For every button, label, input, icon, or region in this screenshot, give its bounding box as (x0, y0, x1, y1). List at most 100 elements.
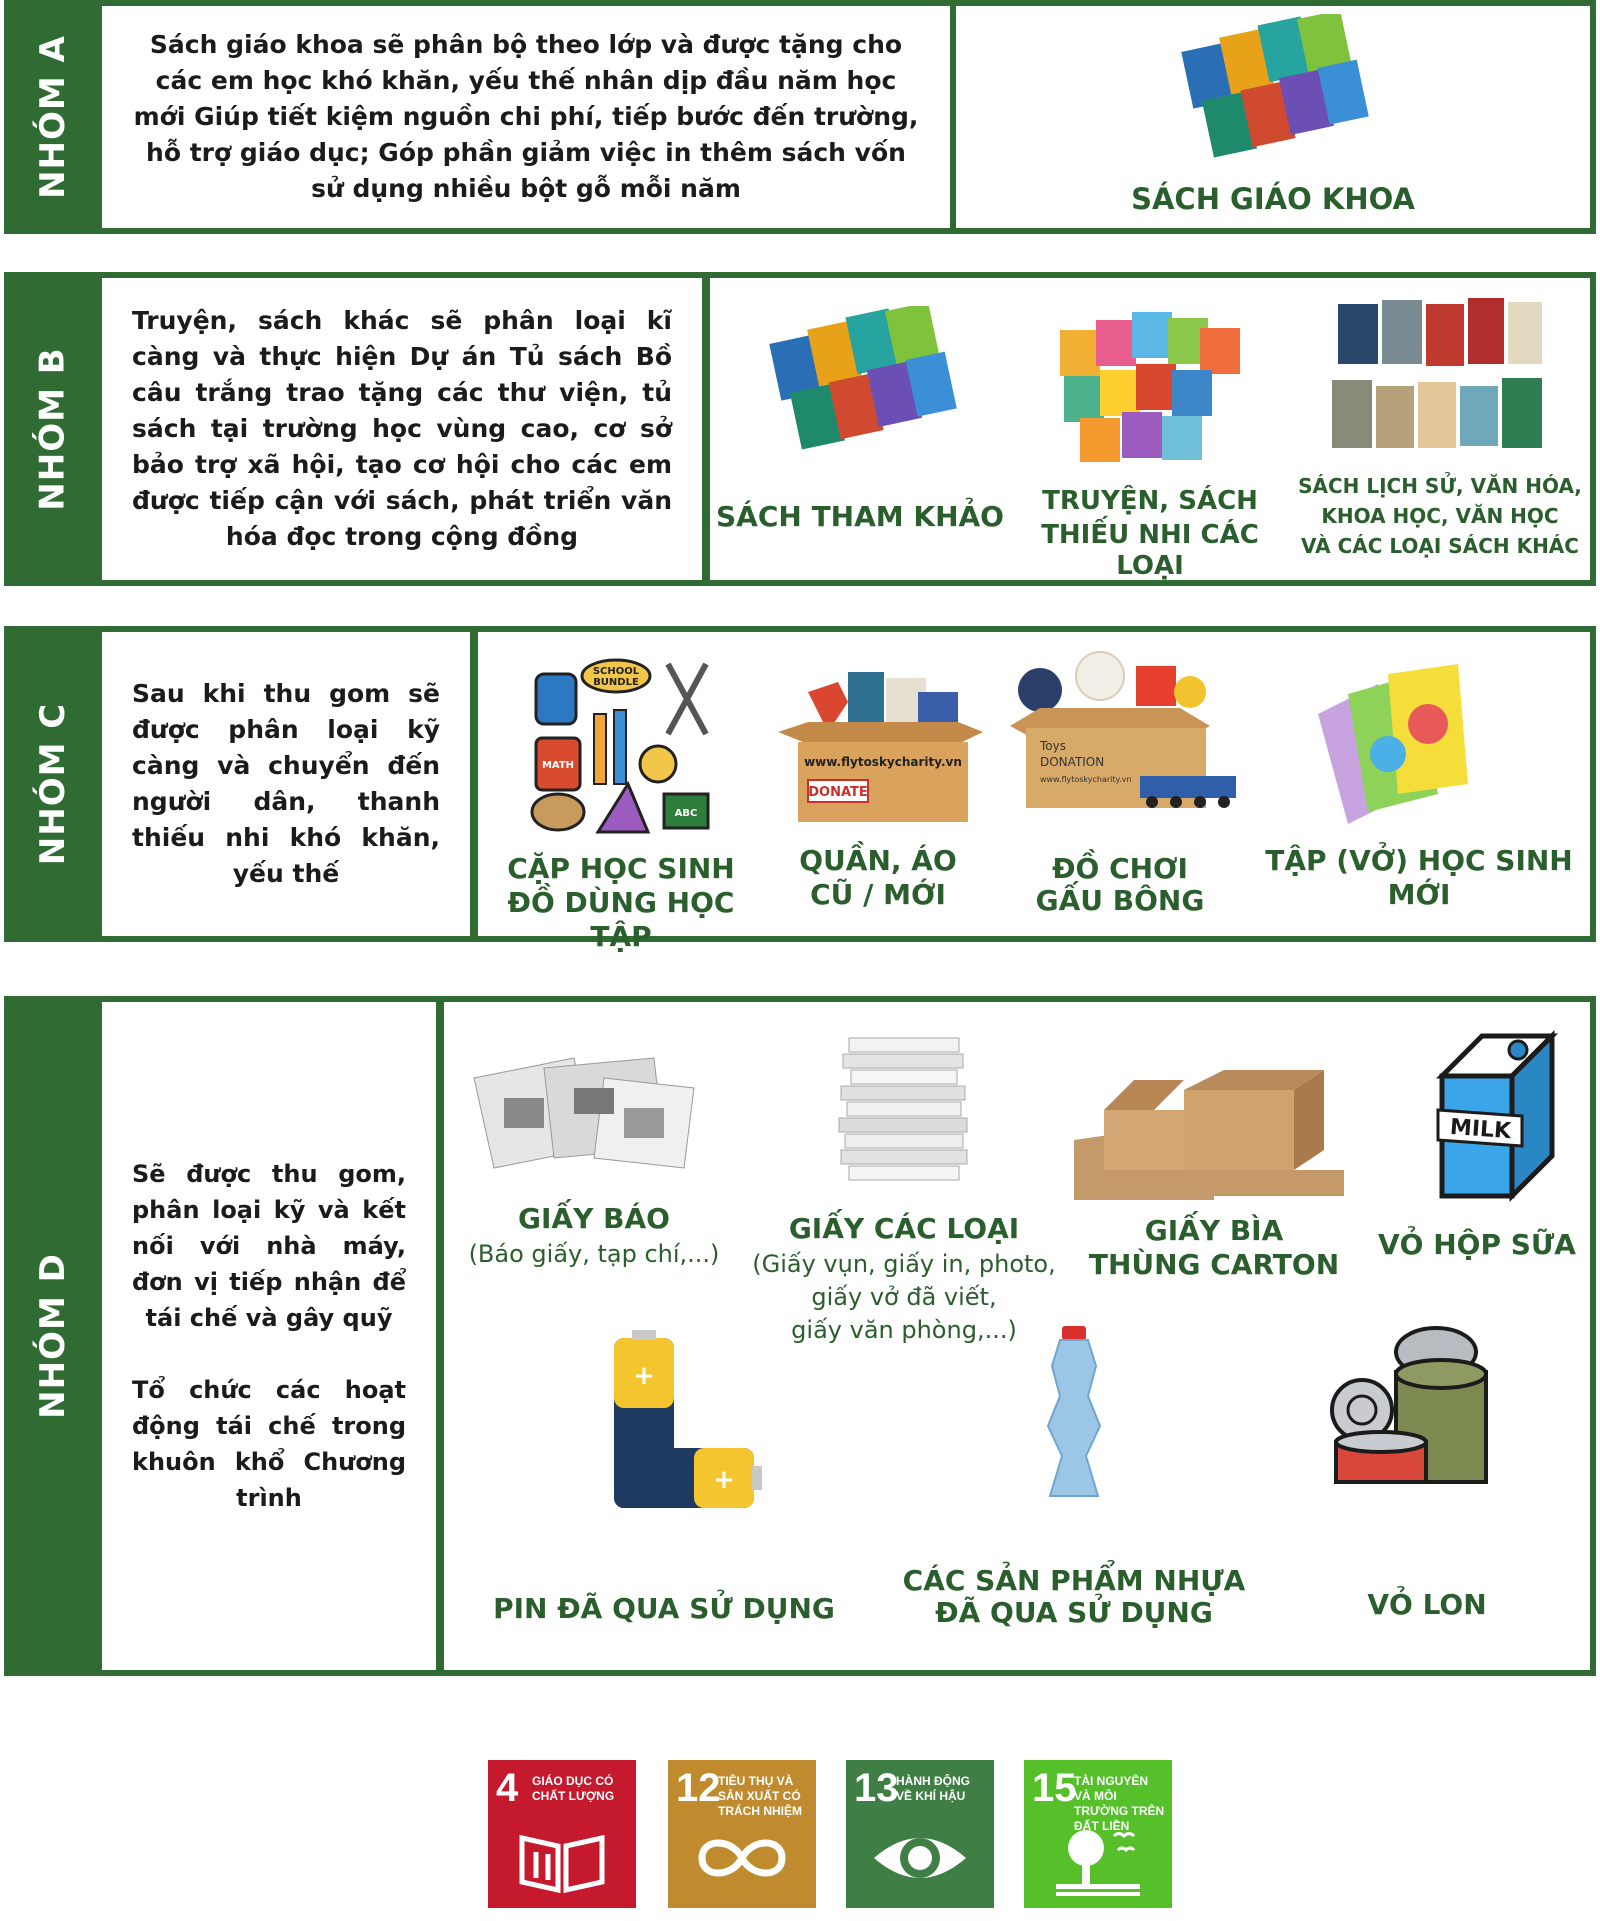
item-textbooks: SÁCH GIÁO KHOA (956, 6, 1590, 228)
group-c-items-panel: SCHOOL BUNDLE MATH ABC CẶP HỌC SINH ĐỒ D… (478, 632, 1590, 953)
group-b-items-panel: SÁCH THAM KHẢO TRUYỆN, SÁCH THIẾU NHI CÁ… (710, 278, 1590, 582)
item-clothes: www.flytoskycharity.vn DONATE QUẦN, ÁO C… (764, 632, 992, 936)
item-school-supplies-label-2: ĐỒ DÙNG HỌC TẬP (507, 886, 735, 953)
svg-text:DONATION: DONATION (1040, 755, 1104, 769)
group-c-tab: NHÓM C (33, 702, 73, 866)
group-b-tab: NHÓM B (33, 347, 73, 511)
group-b-description-panel: Truyện, sách khác sẽ phân loại kĩ càng v… (102, 278, 702, 580)
cardboard-box-icon (1074, 1070, 1344, 1200)
history-books-icon (1332, 298, 1542, 448)
sdg-4-badge: 4 GIÁO DỤC CÓ CHẤT LƯỢNG (488, 1760, 636, 1908)
svg-text:SCHOOL: SCHOOL (593, 666, 640, 677)
item-reference-books-label: SÁCH THAM KHẢO (716, 500, 1004, 533)
milk-carton-icon: MILK (1435, 1029, 1559, 1203)
newspaper-icon (473, 1057, 695, 1169)
sdg-13-badge: 13 HÀNH ĐỘNG VỀ KHÍ HẬU (846, 1760, 994, 1908)
item-notebooks-label-2: MỚI (1387, 878, 1451, 911)
group-c-description: Sau khi thu gom sẽ được phân loại kỹ càn… (132, 679, 440, 888)
group-d: NHÓM D Sẽ được thu gom, phân loại kỹ và … (4, 996, 1596, 1676)
item-reference-books: SÁCH THAM KHẢO (710, 278, 1010, 580)
sdg-12-badge: 12 TIÊU THỤ VÀ SẢN XUẤT CÓ TRÁCH NHIỆM (668, 1760, 816, 1908)
group-a-tab: NHÓM A (33, 35, 73, 199)
group-d-items-panel: GIẤY BÁO (Báo giấy, tạp chí,...) GIẤY CÁ… (444, 1002, 1590, 1670)
item-school-supplies: SCHOOL BUNDLE MATH ABC CẶP HỌC SINH ĐỒ D… (478, 632, 764, 953)
item-plastic-label-1: CÁC SẢN PHẨM NHỰA (902, 1564, 1246, 1597)
item-history-books-label-2: KHOA HỌC, VĂN HỌC (1321, 504, 1559, 528)
toys-box-icon: Toys DONATION www.flytoskycharity.vn (1010, 651, 1236, 808)
item-paper-sub-3: giấy văn phòng,...) (791, 1316, 1017, 1344)
svg-text:+: + (633, 1361, 655, 1391)
item-cardboard: GIẤY BÌA THÙNG CARTON (1064, 1002, 1364, 1362)
paper-stack-icon (838, 1037, 968, 1181)
clothes-box-icon: www.flytoskycharity.vn DONATE (778, 672, 983, 822)
item-history-books-label-1: SÁCH LỊCH SỬ, VĂN HÓA, (1298, 474, 1582, 498)
item-paper: GIẤY CÁC LOẠI (Giấy vụn, giấy in, photo,… (744, 1002, 1064, 1362)
item-milk-carton: MILK VỎ HỘP SỮA (1364, 1002, 1590, 1362)
sdg-15-number: 15 (1032, 1766, 1077, 1810)
sdg-15-title: TÀI NGUYÊN VÀ MÔI TRƯỜNG TRÊN ĐẤT LIỀN (1074, 1774, 1165, 1833)
item-newspaper-sub: (Báo giấy, tạp chí,...) (468, 1240, 720, 1268)
group-d-tab: NHÓM D (33, 1253, 73, 1419)
sdg-15-badge: 15 TÀI NGUYÊN VÀ MÔI TRƯỜNG TRÊN ĐẤT LIỀ… (1024, 1760, 1172, 1908)
item-toys: Toys DONATION www.flytoskycharity.vn ĐỒ … (992, 632, 1248, 936)
svg-text:www.flytoskycharity.vn: www.flytoskycharity.vn (1040, 775, 1131, 784)
battery-icon: + + (614, 1330, 762, 1508)
item-paper-sub-2: giấy vở đã viết, (811, 1283, 997, 1311)
item-notebooks: TẬP (VỞ) HỌC SINH MỚI (1248, 632, 1590, 936)
item-newspaper-label: GIẤY BÁO (518, 1202, 670, 1235)
item-school-supplies-label-1: CẶP HỌC SINH (507, 852, 735, 885)
item-children-books-label-1: TRUYỆN, SÁCH (1042, 486, 1258, 516)
tin-can-icon (1330, 1326, 1488, 1484)
item-clothes-label-1: QUẦN, ÁO (799, 844, 957, 877)
item-children-books: TRUYỆN, SÁCH THIẾU NHI CÁC LOẠI (1010, 278, 1290, 582)
item-history-books: SÁCH LỊCH SỬ, VĂN HÓA, KHOA HỌC, VĂN HỌC… (1290, 278, 1590, 580)
item-tin-can: VỎ LON (1264, 1312, 1590, 1672)
item-history-books-label-3: VÀ CÁC LOẠI SÁCH KHÁC (1301, 534, 1579, 558)
item-plastic: CÁC SẢN PHẨM NHỰA ĐÃ QUA SỬ DỤNG (884, 1312, 1264, 1672)
svg-text:+: + (713, 1465, 735, 1495)
svg-text:MATH: MATH (542, 760, 574, 771)
children-books-icon (1060, 312, 1240, 462)
item-children-books-label-2: THIẾU NHI CÁC LOẠI (1041, 520, 1259, 582)
svg-text:ABC: ABC (675, 808, 698, 819)
book-pen-icon (519, 1834, 605, 1894)
reference-books-icon (769, 306, 957, 450)
infinity-loop-icon (698, 1839, 786, 1877)
sdg-13-number: 13 (854, 1766, 899, 1810)
group-a-description-panel: Sách giáo khoa sẽ phân bộ theo lớp và đư… (102, 6, 950, 228)
item-notebooks-label-1: TẬP (VỞ) HỌC SINH (1265, 844, 1573, 877)
item-textbooks-label: SÁCH GIÁO KHOA (1131, 182, 1415, 216)
sdg-4-number: 4 (496, 1766, 519, 1810)
sdg-12-number: 12 (676, 1766, 721, 1810)
group-d-description-1: Sẽ được thu gom, phân loại kỹ và kết nối… (132, 1160, 406, 1332)
school-supplies-icon: SCHOOL BUNDLE MATH ABC (530, 658, 710, 834)
svg-text:DONATE: DONATE (808, 785, 868, 800)
item-plastic-label-2: ĐÃ QUA SỬ DỤNG (935, 1596, 1213, 1629)
group-c: NHÓM C Sau khi thu gom sẽ được phân loại… (4, 626, 1596, 953)
group-a: NHÓM A Sách giáo khoa sẽ phân bộ theo lớ… (4, 0, 1596, 234)
item-clothes-label-2: CŨ / MỚI (810, 878, 946, 911)
item-battery: + + PIN ĐÃ QUA SỬ DỤNG (444, 1312, 884, 1672)
item-cardboard-label-2: THÙNG CARTON (1088, 1248, 1340, 1281)
group-a-description: Sách giáo khoa sẽ phân bộ theo lớp và đư… (133, 30, 919, 203)
sdg-12-title: TIÊU THỤ VÀ SẢN XUẤT CÓ TRÁCH NHIỆM (718, 1774, 802, 1818)
svg-text:Toys: Toys (1039, 739, 1066, 753)
item-paper-label: GIẤY CÁC LOẠI (788, 1212, 1020, 1245)
group-c-description-panel: Sau khi thu gom sẽ được phân loại kỹ càn… (102, 632, 470, 936)
sdg-13-title: HÀNH ĐỘNG VỀ KHÍ HẬU (896, 1774, 970, 1803)
item-paper-sub-1: (Giấy vụn, giấy in, photo, (752, 1250, 1056, 1278)
item-toys-label-2: GẤU BÔNG (1035, 884, 1205, 917)
earth-eye-icon (874, 1838, 966, 1878)
item-newspaper: GIẤY BÁO (Báo giấy, tạp chí,...) (444, 1002, 744, 1362)
group-d-description-panel: Sẽ được thu gom, phân loại kỹ và kết nối… (102, 1002, 436, 1670)
sdg-4-title: GIÁO DỤC CÓ CHẤT LƯỢNG (532, 1774, 615, 1803)
svg-text:MILK: MILK (1449, 1115, 1513, 1144)
plastic-bottle-icon (1046, 1326, 1102, 1497)
svg-text:BUNDLE: BUNDLE (593, 677, 639, 688)
item-tin-can-label: VỎ LON (1367, 1588, 1487, 1621)
textbook-stack-icon (1181, 14, 1369, 158)
group-d-description-2: Tổ chức các hoạt động tái chế trong khuô… (132, 1376, 406, 1512)
item-battery-label: PIN ĐÃ QUA SỬ DỤNG (493, 1592, 835, 1625)
item-toys-label-1: ĐỒ CHƠI (1052, 852, 1188, 885)
item-cardboard-label-1: GIẤY BÌA (1144, 1214, 1284, 1247)
